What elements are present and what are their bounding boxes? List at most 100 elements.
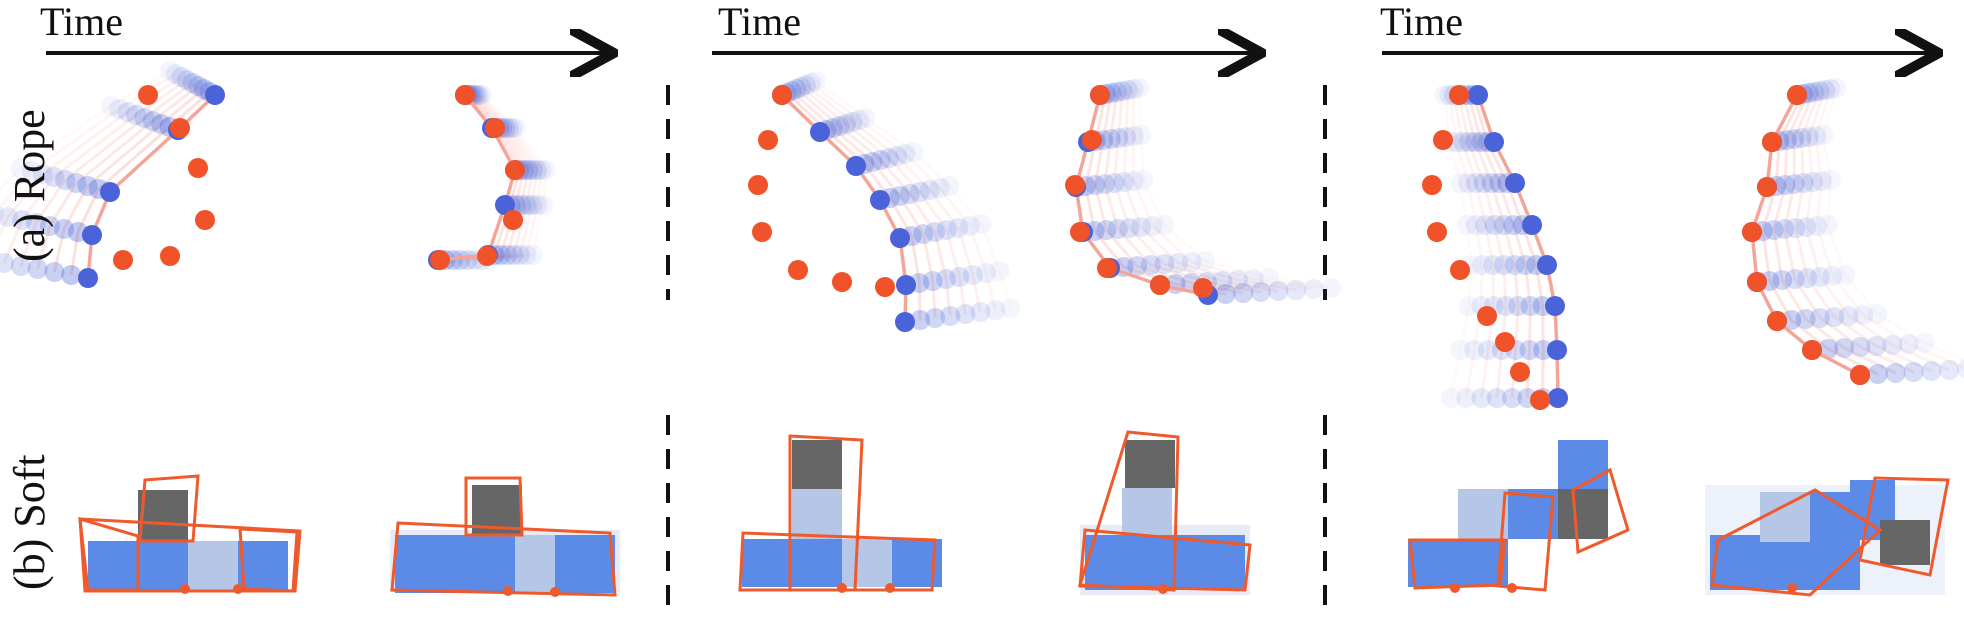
rope-ghost-node (1096, 220, 1117, 240)
rope-ghost-node (177, 70, 197, 90)
rope-ghost-node (925, 308, 946, 328)
rope-ghost-node (1835, 265, 1856, 285)
rope-ghost-link (1112, 90, 1279, 293)
rope-ghost-link (1804, 89, 1950, 372)
rope-ghost-node (1100, 129, 1121, 149)
rope-ghost-node (471, 85, 492, 105)
rope-ghost-node (1131, 125, 1152, 145)
rope-ghost-node (522, 160, 543, 180)
rope-ghost-node (1107, 219, 1128, 239)
soft-block (1558, 440, 1608, 489)
rope-ghost-link (1783, 91, 1915, 374)
rope-node (1547, 340, 1567, 360)
anchor-node (1507, 583, 1517, 593)
rope-ghost-node (1802, 172, 1823, 192)
rope-node (870, 190, 890, 210)
soft-outline (390, 521, 617, 597)
rope-ghost-node (1471, 388, 1492, 408)
rope-ghost-link (1462, 94, 1520, 399)
rope-ghost-node (949, 267, 970, 287)
target-node (188, 158, 208, 178)
rope-ghost-node (870, 150, 891, 170)
rope-ghost-node (1824, 307, 1845, 327)
rope-ghost-node (1000, 298, 1021, 318)
rope-ghost-node (862, 152, 883, 172)
rope-node (896, 275, 916, 295)
target-node (1757, 177, 1777, 197)
rope-ghost-node (66, 173, 87, 193)
target-node (485, 118, 505, 138)
rope-node (846, 156, 866, 176)
rope-ghost-node (1104, 173, 1125, 193)
rope-ghost-node (1233, 283, 1254, 303)
soft-block (842, 539, 892, 587)
rope-ghost-node (1481, 173, 1502, 193)
target-node (1090, 85, 1110, 105)
soft-block (792, 489, 842, 539)
rope-ghost-node (929, 178, 950, 198)
rope-ghost-link (1447, 94, 1484, 399)
rope-ghost-node (829, 116, 850, 136)
anchor-node (885, 583, 895, 593)
target-node (1427, 222, 1447, 242)
anchor-node (1158, 584, 1168, 594)
rope-ghost-node (1810, 267, 1830, 287)
rope-ghost-node (1212, 271, 1233, 291)
soft-outline (1710, 488, 1883, 597)
rope-ghost-node (903, 142, 924, 162)
rope-ghost-node (1815, 80, 1835, 100)
rope-ghost-node (962, 265, 983, 285)
soft-block (1125, 440, 1175, 488)
rope-ghost-node (1154, 215, 1175, 235)
rope-ghost-node (1519, 340, 1540, 360)
rope-ghost-link (790, 89, 937, 319)
rope-ghost-node (899, 184, 920, 204)
target-node (1747, 272, 1767, 292)
rope-ghost-node (1434, 85, 1455, 105)
rope-ghost-node (805, 71, 826, 91)
rope-ghost-node (1495, 296, 1516, 316)
rope-ghost-node (1763, 220, 1784, 240)
target-node (1450, 260, 1470, 280)
rope-ghost-node (1473, 173, 1494, 193)
rope-ghost-node (55, 170, 76, 190)
rope-ghost-node (913, 224, 934, 244)
target-node (1097, 258, 1117, 278)
soft-block (515, 535, 555, 593)
rope-ghost-node (1243, 269, 1264, 289)
rope-ghost-node (1142, 216, 1163, 236)
target-node (1495, 332, 1515, 352)
rope-ghost-node (1321, 278, 1342, 298)
target-node (1477, 306, 1497, 326)
target-node (505, 160, 525, 180)
rope-ghost-node (1866, 336, 1887, 356)
anchor-node (1787, 583, 1797, 593)
rope-ghost-node (61, 265, 82, 285)
rope-ghost-node (527, 195, 548, 215)
rope-ghost-node (10, 256, 31, 276)
rope-ghost-node (1807, 216, 1828, 236)
rope-ghost-node (532, 195, 553, 215)
rope-ghost-node (469, 85, 490, 105)
rope-ghost-node (535, 160, 556, 180)
rope-ghost-link (0, 72, 177, 210)
rope-ghost-node (54, 219, 74, 239)
rope-ghost-node (1781, 310, 1802, 330)
rope-ghost-node (1466, 173, 1486, 193)
soft-outline (78, 517, 302, 593)
rope-ghost-link (1466, 94, 1532, 399)
rope-ghost-node (922, 271, 943, 291)
rope-ghost-node (1803, 82, 1824, 102)
rope-node (1548, 388, 1568, 408)
rope-ghost-node (27, 259, 48, 279)
rope-ghost-node (1131, 217, 1151, 237)
rope-ghost-node (1493, 255, 1514, 275)
target-node (1762, 132, 1782, 152)
rope-ghost-node (1798, 127, 1819, 147)
rope-ghost-node (1826, 78, 1847, 98)
rope-ghost-node (1533, 340, 1554, 360)
rope-node (82, 225, 102, 245)
rope-node (78, 268, 98, 288)
rope-ghost-node (1486, 388, 1507, 408)
rope-ghost-node (1484, 215, 1505, 235)
